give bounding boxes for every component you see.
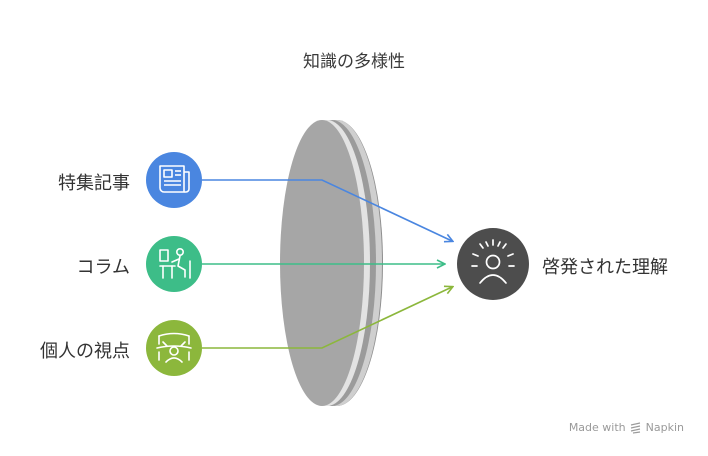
output-label: 啓発された理解	[542, 257, 668, 278]
input-label-column: コラム	[76, 257, 130, 278]
diagram-title: 知識の多様性	[303, 52, 405, 72]
newspaper-icon	[146, 152, 202, 208]
connector-perspective	[202, 287, 452, 349]
made-with-napkin-badge: Made with Napkin	[569, 421, 684, 434]
lens	[280, 120, 383, 406]
napkin-logo-icon	[630, 421, 640, 434]
lens-face	[280, 120, 364, 406]
person-at-desk-icon	[146, 236, 202, 292]
brand-text: Napkin	[645, 421, 684, 434]
input-label-perspective: 個人の視点	[40, 341, 130, 362]
perspective-view-icon	[146, 320, 202, 376]
enlightened-person-icon	[457, 228, 529, 300]
connector-features	[202, 179, 452, 241]
input-label-features: 特集記事	[58, 173, 130, 194]
made-with-text: Made with	[568, 421, 626, 434]
